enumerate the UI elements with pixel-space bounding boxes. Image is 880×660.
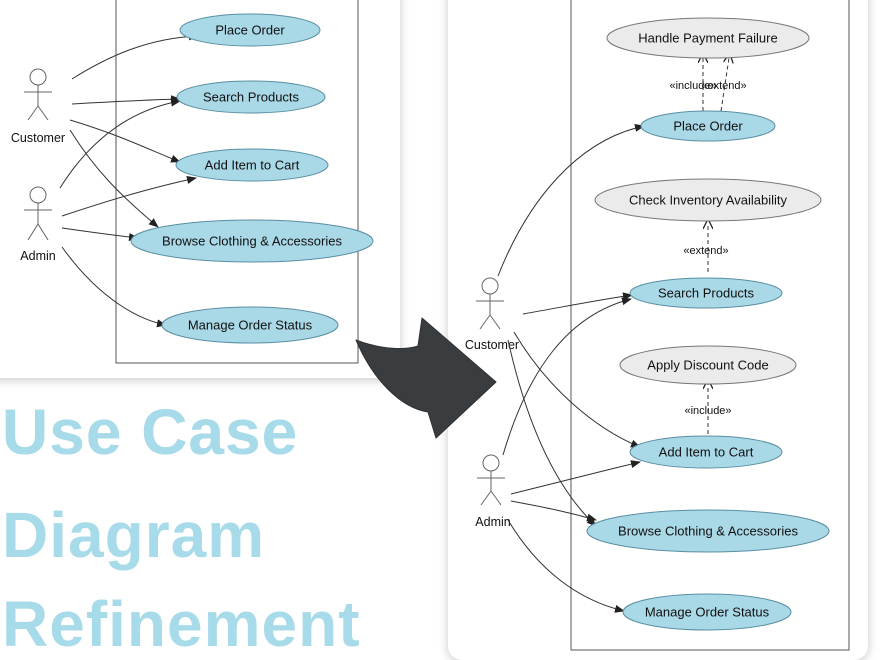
actor-stick-figure-icon — [24, 186, 52, 241]
use-case-manage-order-status[interactable]: Manage Order Status — [161, 306, 339, 344]
use-case-label: Place Order — [215, 23, 285, 38]
use-case-place-order[interactable]: Place Order — [179, 13, 321, 47]
headline-line-3: Refinement — [2, 588, 361, 660]
association-lines — [497, 123, 645, 613]
system-boundary — [115, 0, 359, 364]
use-case-label: Search Products — [203, 90, 300, 105]
actor-stick-figure-icon — [477, 454, 505, 506]
before-diagram-panel: Customer Admin Plac — [0, 0, 400, 378]
transform-arrow-icon — [355, 317, 497, 439]
use-case-place-order[interactable]: Place Order — [640, 110, 776, 142]
actor-admin-label: Admin — [20, 249, 55, 263]
actor-admin[interactable]: Admin — [20, 186, 56, 263]
use-case-label: Handle Payment Failure — [638, 31, 777, 46]
relation-label-extend: «extend» — [683, 245, 728, 257]
use-case-label: Browse Clothing & Accessories — [162, 234, 342, 249]
actor-stick-figure-icon — [24, 68, 52, 121]
actor-customer-label: Customer — [11, 131, 65, 145]
actor-admin-label: Admin — [475, 515, 510, 529]
use-case-handle-payment-failure[interactable]: Handle Payment Failure — [606, 17, 810, 59]
use-case-label: Place Order — [673, 119, 743, 134]
relation-label-include: «include» — [669, 80, 716, 92]
use-case-label: Add Item to Cart — [659, 445, 754, 460]
after-diagram: Customer Admin — [465, 0, 850, 651]
actor-customer[interactable]: Customer — [11, 68, 65, 145]
actor-stick-figure-icon — [476, 277, 504, 330]
relation-label-extend: «extend» — [701, 80, 746, 92]
relation-label-include: «include» — [684, 405, 731, 417]
use-case-label: Apply Discount Code — [647, 358, 768, 373]
actor-customer[interactable]: Customer — [465, 277, 519, 352]
association-lines — [59, 32, 199, 328]
use-case-apply-discount[interactable]: Apply Discount Code — [619, 345, 797, 385]
system-boundary — [570, 0, 850, 651]
use-case-browse-clothing[interactable]: Browse Clothing & Accessories — [130, 219, 374, 263]
headline-line-1: Use Case — [2, 396, 299, 468]
actor-admin[interactable]: Admin — [475, 454, 511, 529]
after-diagram-panel: Customer Admin — [448, 0, 868, 660]
use-case-label: Check Inventory Availability — [629, 193, 788, 208]
headline-line-2: Diagram — [2, 499, 266, 571]
use-case-label: Browse Clothing & Accessories — [618, 524, 798, 539]
use-case-search-products[interactable]: Search Products — [629, 277, 783, 309]
use-case-label: Search Products — [658, 286, 755, 301]
actor-customer-label: Customer — [465, 338, 519, 352]
use-case-browse-clothing[interactable]: Browse Clothing & Accessories — [586, 509, 830, 553]
relation-lines — [703, 58, 729, 434]
use-case-label: Manage Order Status — [645, 605, 770, 620]
use-case-label: Add Item to Cart — [205, 158, 300, 173]
use-case-add-item-to-cart[interactable]: Add Item to Cart — [629, 435, 783, 469]
before-diagram: Customer Admin Plac — [11, 0, 374, 364]
use-case-manage-order-status[interactable]: Manage Order Status — [622, 593, 792, 631]
use-case-search-products[interactable]: Search Products — [176, 80, 326, 114]
use-case-label: Manage Order Status — [188, 318, 313, 333]
use-case-check-inventory[interactable]: Check Inventory Availability — [594, 178, 822, 222]
use-case-add-item-to-cart[interactable]: Add Item to Cart — [175, 148, 329, 182]
